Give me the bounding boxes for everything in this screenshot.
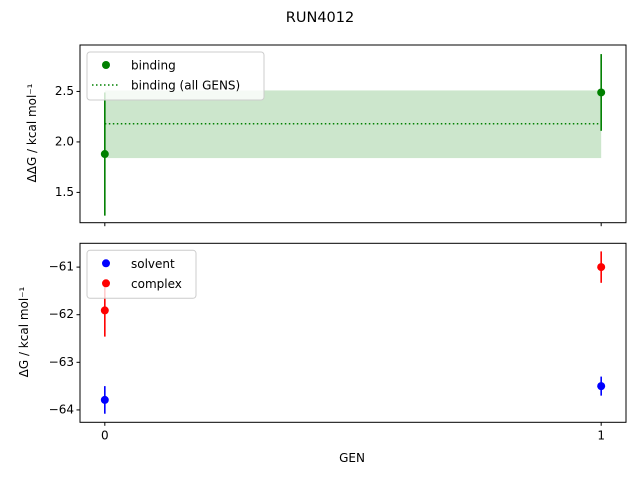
y-tick-label: −64 [49,402,74,416]
axes-frame [79,242,627,423]
binding-point [100,150,109,159]
solvent-point [100,395,109,404]
legend-box [86,249,197,299]
y-tick-label: −62 [49,307,74,321]
legend-box [86,51,265,101]
binding-point [597,88,606,97]
legend-marker [102,259,110,268]
legend: solvent complex [86,249,197,299]
complex-point [100,306,109,315]
y-tick-label: −61 [49,260,74,274]
top-y-axis-label: ΔΔG / kcal mol⁻¹ [25,83,39,182]
y-tick-label: 1.5 [55,185,74,199]
x-tick-label: 1 [597,428,605,442]
legend-marker [102,279,110,288]
legend-marker [102,61,110,69]
chart-title: RUN4012 [286,10,354,26]
axes-frame [79,44,627,224]
legend-label: complex [131,277,182,291]
bottom-y-axis-label: ΔG / kcal mol⁻¹ [17,286,31,377]
legend: binding binding (all GENS) [86,51,265,101]
bottom-axes: −64 −63 −62 −61 0 1 solvent complex [49,242,627,442]
legend-label: binding (all GENS) [131,79,240,93]
y-tick-label: −63 [49,355,74,369]
x-axis-label: GEN [339,451,365,465]
y-tick-label: 2.5 [55,84,74,98]
x-tick-label: 0 [101,428,109,442]
complex-point [597,263,606,272]
solvent-point [597,382,606,391]
legend-label: binding [131,59,176,73]
legend-label: solvent [131,257,175,271]
top-axes: 1.5 2.0 2.5 binding binding (all GENS) [55,44,627,227]
y-tick-label: 2.0 [55,134,74,148]
